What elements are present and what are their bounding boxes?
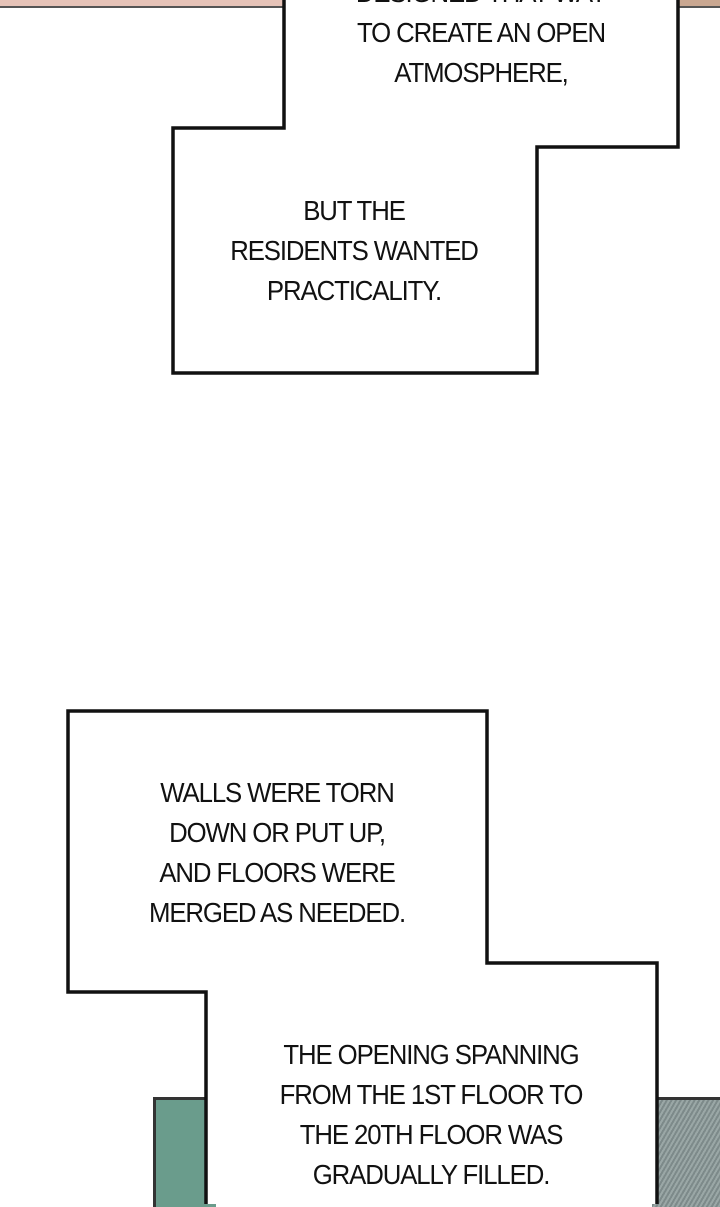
caption-line: RESIDENTS WANTED [230, 235, 479, 266]
caption-line: TO CREATE AN OPEN [357, 17, 606, 48]
caption-line: MERGED AS NEEDED. [148, 897, 406, 928]
caption-box-top [171, 0, 680, 375]
caption-line: PRACTICALITY. [266, 275, 442, 306]
caption-line: THE OPENING SPANNING [283, 1039, 579, 1070]
caption-line: WALLS WERE TORN [160, 777, 395, 808]
caption-line: DESIGNED THAT WAY [343, 0, 619, 13]
caption-box-bottom [66, 709, 659, 1204]
top-panel-art-left [0, 0, 290, 8]
caption-line: ATMOSPHERE, [394, 57, 569, 88]
caption-line: AND FLOORS WERE [159, 857, 395, 888]
caption-2: BUT THE RESIDENTS WANTED PRACTICALITY. [216, 191, 492, 311]
top-panel-art-right [676, 0, 720, 8]
caption-3: WALLS WERE TORN DOWN OR PUT UP, AND FLOO… [130, 773, 424, 933]
caption-1: DESIGNED THAT WAY TO CREATE AN OPEN ATMO… [343, 0, 619, 93]
bottom-panel-art-right [652, 1097, 720, 1207]
caption-line: GRADUALLY FILLED. [312, 1159, 551, 1190]
caption-4: THE OPENING SPANNING FROM THE 1ST FLOOR … [270, 1035, 592, 1195]
caption-line: FROM THE 1ST FLOOR TO [279, 1079, 584, 1110]
caption-line: THE 20TH FLOOR WAS [299, 1119, 564, 1150]
caption-line: BUT THE [303, 195, 406, 226]
caption-line: DOWN OR PUT UP, [169, 817, 386, 848]
